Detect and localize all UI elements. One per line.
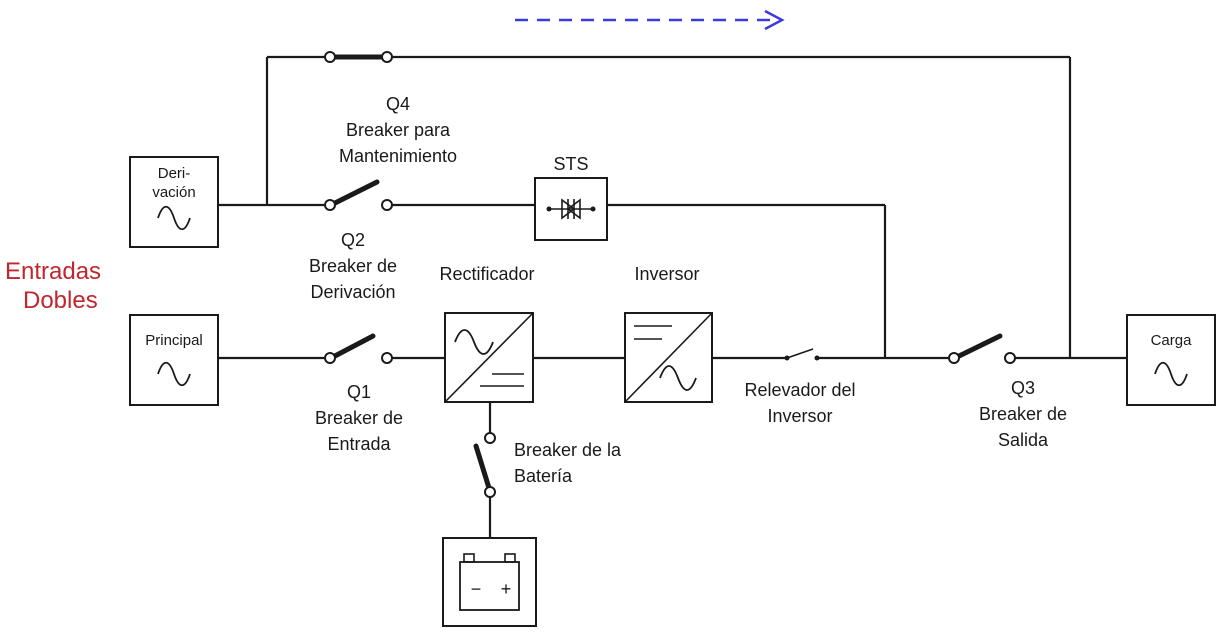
sine-wave-icon (157, 361, 191, 387)
sine-wave-icon (157, 205, 191, 231)
sine-wave-icon (1154, 361, 1188, 387)
battery-box: − + (442, 537, 537, 627)
main-source-label: Principal (145, 332, 203, 349)
q3-output-breaker (948, 333, 1016, 364)
q3-label-id: Q3 (1011, 378, 1035, 398)
battery-icon (459, 553, 520, 611)
battery-breaker-label-1: Breaker de la (514, 440, 622, 460)
bypass-source-box: Deri- vación (129, 156, 219, 248)
sine-wave-icon (659, 365, 697, 391)
q2-bypass-breaker (324, 179, 393, 211)
rectifier-box (444, 312, 534, 403)
q4-label-line2: Mantenimiento (339, 146, 457, 166)
power-flow-arrow-icon (515, 9, 785, 31)
inverter-relay-label-2: Inversor (767, 406, 832, 426)
load-box: Carga (1126, 314, 1216, 406)
inverter-relay-label-1: Relevador del (744, 380, 855, 400)
q1-label-line1: Breaker de (315, 408, 403, 428)
battery-plus-label: + (501, 579, 512, 599)
inputs-title-line2: Dobles (23, 287, 98, 314)
wiring (218, 55, 1127, 538)
q3-label-line1: Breaker de (979, 404, 1067, 424)
q1-label-id: Q1 (347, 382, 371, 402)
q2-label-line2: Derivación (310, 282, 395, 302)
inverter-relay-switch (784, 348, 820, 361)
battery-minus-label: − (471, 579, 482, 599)
q4-label-id: Q4 (386, 94, 410, 114)
q3-label-line2: Salida (998, 430, 1049, 450)
q4-label-line1: Breaker para (346, 120, 451, 140)
thyristor-icon (561, 198, 581, 220)
rectifier-label: Rectificador (439, 264, 534, 284)
sine-wave-icon (454, 329, 494, 355)
battery-breaker-label-2: Batería (514, 466, 573, 486)
sts-box (534, 177, 608, 241)
q4-maintenance-breaker (324, 51, 393, 63)
bypass-source-label-2: vación (152, 184, 195, 201)
battery-breaker (473, 432, 496, 498)
bypass-source-label-1: Deri- (158, 165, 191, 182)
inverter-box (624, 312, 713, 403)
inverter-label: Inversor (634, 264, 699, 284)
q1-label-line2: Entrada (327, 434, 391, 454)
q1-input-breaker (324, 333, 393, 364)
sts-label: STS (553, 154, 588, 174)
main-source-box: Principal (129, 314, 219, 406)
q2-label-line1: Breaker de (309, 256, 397, 276)
inputs-title-line1: Entradas (5, 258, 101, 285)
q2-label-id: Q2 (341, 230, 365, 250)
load-label: Carga (1151, 332, 1193, 349)
